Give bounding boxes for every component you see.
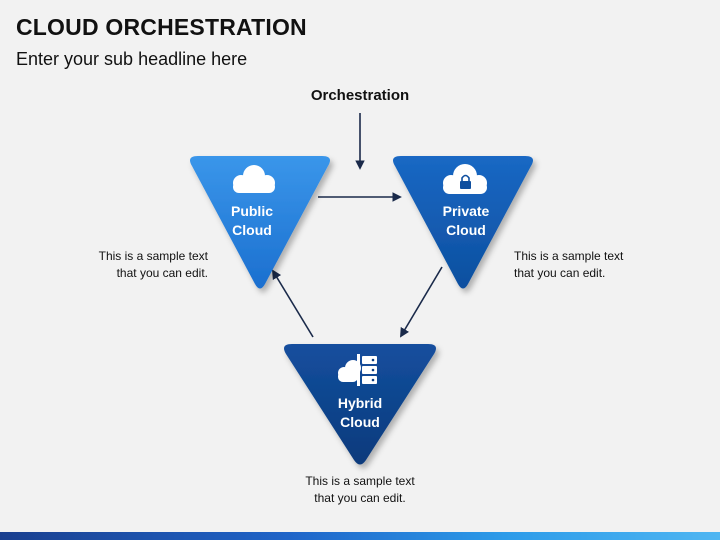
public-cloud-label-line1: Public <box>231 203 273 219</box>
private-cloud-triangle <box>393 156 533 289</box>
private-cloud-node: Private Cloud <box>393 156 533 289</box>
footer-accent-bar <box>0 532 720 540</box>
cloud-lock-icon <box>443 164 487 194</box>
orchestration-label: Orchestration <box>311 87 409 104</box>
cloud-icon <box>233 165 275 193</box>
public-cloud-caption: This is a sample text that you can edit. <box>60 248 208 282</box>
slide-subtitle: Enter your sub headline here <box>16 49 248 69</box>
arrow-private-to-hybrid <box>400 266 443 338</box>
hybrid-cloud-caption: This is a sample text that you can edit. <box>285 473 435 507</box>
private-cloud-caption: This is a sample text that you can edit. <box>514 248 664 282</box>
hybrid-cloud-triangle <box>284 344 436 465</box>
caption-line: that you can edit. <box>514 266 606 280</box>
hybrid-cloud-node: Hybrid Cloud <box>284 344 436 465</box>
private-cloud-label-line2: Cloud <box>446 222 486 238</box>
caption-line: that you can edit. <box>314 491 406 505</box>
hybrid-cloud-server-icon <box>338 354 377 386</box>
caption-line: This is a sample text <box>514 249 624 263</box>
caption-line: This is a sample text <box>305 474 415 488</box>
public-cloud-label-line2: Cloud <box>232 222 272 238</box>
slide-title: CLOUD ORCHESTRATION <box>16 14 307 40</box>
public-cloud-node: Public Cloud <box>190 156 330 289</box>
hybrid-cloud-label-line2: Cloud <box>340 414 380 430</box>
arrow-hybrid-to-public <box>272 269 314 338</box>
hybrid-cloud-label-line1: Hybrid <box>338 395 382 411</box>
caption-line: This is a sample text <box>98 249 208 263</box>
caption-line: that you can edit. <box>116 266 208 280</box>
private-cloud-label-line1: Private <box>443 203 490 219</box>
public-cloud-triangle <box>190 156 330 289</box>
